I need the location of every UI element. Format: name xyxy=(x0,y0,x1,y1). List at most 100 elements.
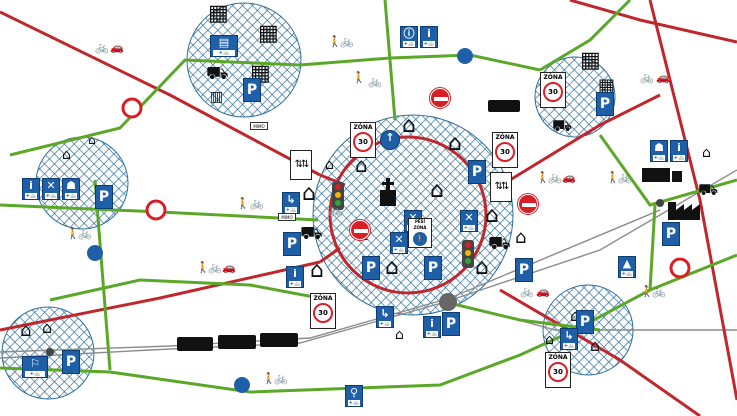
train-icons xyxy=(177,333,298,351)
parking-sign-icon: P xyxy=(362,256,380,280)
bicycle-icon: 🚲 xyxy=(78,227,92,240)
bicycle-parking-icon: 🚲 xyxy=(328,203,343,217)
building-icon: ▦ xyxy=(208,1,229,26)
bicycle-icon: 🚲 xyxy=(520,285,534,298)
lane-direction-sign-icon: ⇅⇅ xyxy=(490,172,512,202)
info-sign-icon: i+🚲 xyxy=(670,140,688,162)
factory-icon xyxy=(668,202,700,220)
except-plate: MIMO xyxy=(250,122,268,130)
bicycle-icon: 🚲 xyxy=(652,285,666,298)
no-entry-sign-icon xyxy=(350,220,370,240)
traffic-light-icon xyxy=(462,240,474,268)
house-icon: ⌂ xyxy=(42,318,53,337)
junction-node xyxy=(656,199,664,207)
direction-arrow-sign-icon: ↑ xyxy=(380,130,400,150)
parking-sign-icon: P xyxy=(62,350,80,374)
junction-nodes xyxy=(46,199,664,356)
parking-sign-icon: P xyxy=(662,222,680,246)
pedestrian-icon: 🚶 xyxy=(640,285,654,298)
house-icon: ⌂ xyxy=(385,255,399,280)
traffic-light-icon xyxy=(332,182,344,210)
parking-sign-icon: P xyxy=(283,232,301,256)
info-sign-icon: ⚲+🚲 xyxy=(345,385,363,407)
house-icon: ⌂ xyxy=(485,203,499,228)
trolley-icon: ⛟ xyxy=(698,180,719,199)
trolley-icon: ⛟ xyxy=(488,233,511,254)
info-sign-icon: ☗+🚲 xyxy=(650,140,668,162)
trolley-icon: ⛟ xyxy=(552,116,573,135)
house-icon: ⌂ xyxy=(355,153,368,177)
pedestrian-icon: 🚶 xyxy=(328,35,342,48)
house-icon: ⌂ xyxy=(395,327,404,343)
car-icon: 🚗 xyxy=(222,261,236,274)
car-icon: 🚗 xyxy=(110,41,124,54)
tram-icon xyxy=(488,100,520,112)
info-sign-icon: i+🚲 xyxy=(420,26,438,48)
house-icon: ⌂ xyxy=(302,181,316,206)
info-sign-icon: ↳+🚲 xyxy=(376,306,394,328)
no-entry-sign-icon xyxy=(430,88,450,108)
info-sign-icon: ✕+🚲 xyxy=(460,210,478,232)
bicycle-icon: 🚲 xyxy=(250,197,264,210)
building-icon: ▦ xyxy=(598,75,616,96)
except-plate: MIMO xyxy=(278,213,296,221)
bicycle-icon: 🚲 xyxy=(618,171,632,184)
info-sign-icon: ⚐+🚲 xyxy=(22,356,48,378)
pedestrian-icon: 🚶 xyxy=(352,71,366,84)
bicycle-icon: 🚲 xyxy=(208,261,222,274)
info-sign-icon: i+🚲 xyxy=(423,316,441,338)
info-sign-icon: ▤+🚲 xyxy=(210,35,238,57)
house-icon: ⌂ xyxy=(570,308,580,324)
church-icon xyxy=(380,178,396,206)
trolley-icon: ⛟ xyxy=(300,223,323,244)
house-icon: ⌂ xyxy=(310,258,324,283)
junction-node xyxy=(46,348,54,356)
house-icon: ⌂ xyxy=(475,255,489,280)
no-vehicles-signs xyxy=(121,97,691,279)
building-icon: ▦ xyxy=(580,48,601,73)
house-icon: ⌂ xyxy=(430,178,444,203)
info-sign-icon: i+🚲 xyxy=(286,266,304,288)
parking-sign-icon: P xyxy=(596,92,614,116)
info-sign-icon: ↳+🚲 xyxy=(560,328,578,350)
parking-sign-icon: P xyxy=(424,256,442,280)
pedestrian-icon: 🚶 xyxy=(606,171,620,184)
trolley-icon: ⛟ xyxy=(206,63,229,84)
pedestrian-icon: 🚶 xyxy=(196,261,210,274)
bus-stop-icon: ▥ xyxy=(210,89,224,105)
station-node xyxy=(439,293,457,311)
pedestrian-icon: 🚶 xyxy=(262,372,276,385)
parking-sign-icon: P xyxy=(576,310,594,334)
house-icon: ⌂ xyxy=(702,145,711,161)
house-icon: ⌂ xyxy=(515,227,527,248)
pedestrian-icon: 🚶 xyxy=(236,197,250,210)
house-icon: ⌂ xyxy=(590,336,601,355)
pedestrian-zone-sign: PĚŠÍ ZÓNA🚶 xyxy=(408,218,432,248)
bicycle-icon: 🚲 xyxy=(640,71,654,84)
house-icon: ⌂ xyxy=(448,131,462,156)
bicycle-icon: 🚲 xyxy=(340,35,354,48)
truck-icon xyxy=(642,168,682,182)
parking-sign-icon: P xyxy=(243,78,261,102)
pedestrian-icon: 🚶 xyxy=(536,171,550,184)
bicycle-icon: 🚲 xyxy=(548,171,562,184)
house-icon: ⌂ xyxy=(545,332,554,348)
pedestrian-icon: 🚶 xyxy=(66,227,80,240)
parking-sign-icon: P xyxy=(515,258,533,282)
house-icon: ⌂ xyxy=(325,157,334,173)
car-icon: 🚗 xyxy=(562,171,576,184)
bicycle-icon: 🚲 xyxy=(95,41,109,54)
parking-sign-icon: P xyxy=(95,185,113,209)
info-sign-icon: ↳+🚲 xyxy=(282,192,300,214)
info-sign-icon: ☗+🚲 xyxy=(62,178,80,200)
house-icon: ⌂ xyxy=(20,320,32,341)
house-icon: ⌂ xyxy=(88,133,96,147)
info-sign-icon: ▲+🚲 xyxy=(618,256,636,278)
bicycle-icon: 🚲 xyxy=(274,372,288,385)
lane-direction-sign-icon: ⇅⇅ xyxy=(290,150,312,180)
